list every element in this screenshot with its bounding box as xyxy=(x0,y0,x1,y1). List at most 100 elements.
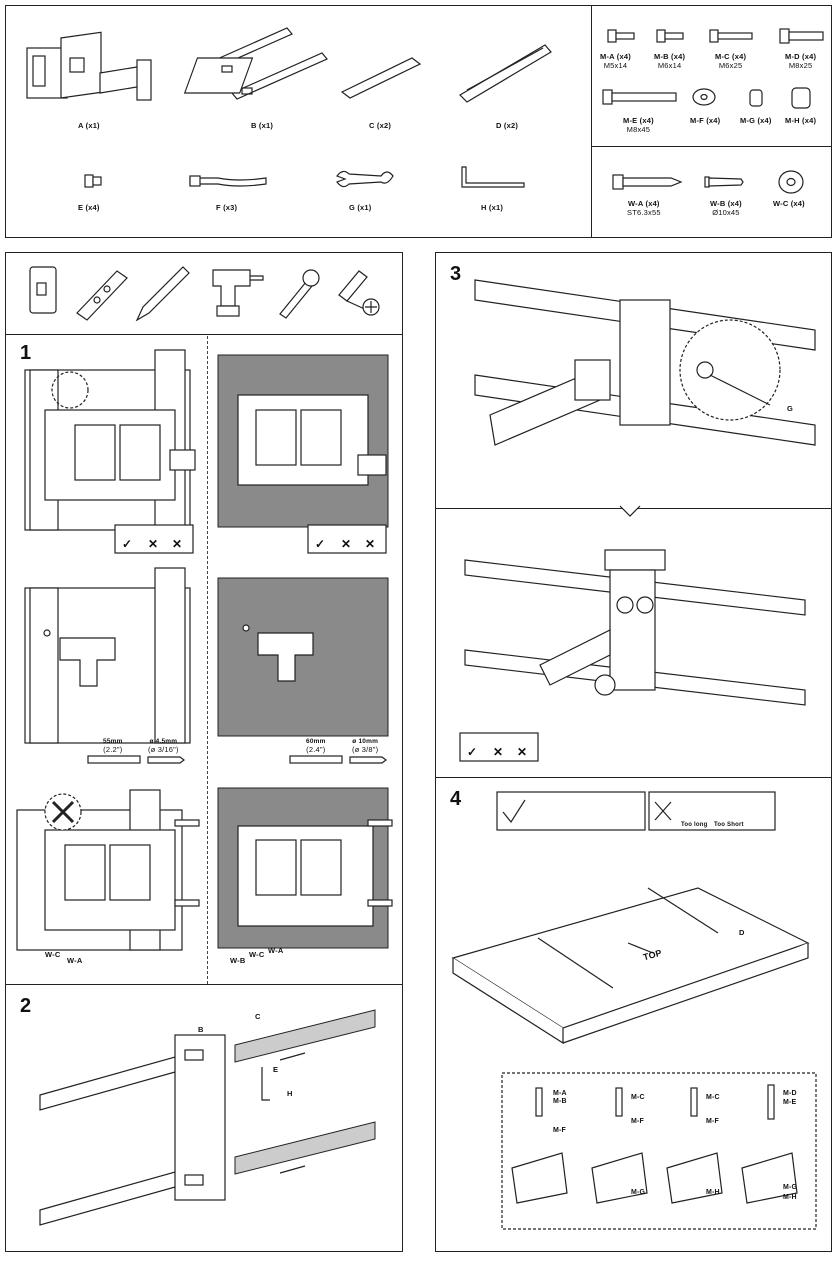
wood-depth: 55mm(2.2") xyxy=(103,738,123,754)
adapter-assembly-diagram xyxy=(39,1009,376,1226)
wood-bit: ø 4.5mm(ø 3/16") xyxy=(148,738,179,754)
check-no-2b: ✕ xyxy=(365,537,376,551)
screw-mc-icon xyxy=(709,29,753,43)
concrete-depth: 60mm(2.4") xyxy=(306,738,326,754)
check-no-3b: ✕ xyxy=(517,745,528,759)
vertical-bracket-icon xyxy=(459,44,552,103)
extension-bar-icon xyxy=(340,57,422,99)
wrench-icon xyxy=(336,170,394,188)
wall-wa-label: W-A (x4)ST6.3x55 xyxy=(627,199,661,217)
step1-number: 1 xyxy=(20,342,32,364)
concrete-drill-bit-icon xyxy=(289,755,387,764)
callout-mb: M-B xyxy=(553,1098,567,1105)
washer-mf-label: M-F (x4) xyxy=(690,116,721,125)
too-short-label: Too Short xyxy=(714,822,744,828)
step3-number: 3 xyxy=(450,263,462,285)
callout-wb-2: W-B xyxy=(230,956,246,965)
arm-attach-diagram xyxy=(474,279,816,446)
callout-wa-1: W-A xyxy=(67,956,83,965)
check-no-3a: ✕ xyxy=(493,745,504,759)
spacer-mh-label: M-H (x4) xyxy=(785,116,817,125)
screw-ma-icon xyxy=(607,29,635,43)
callout-mf-1: M-F xyxy=(553,1127,567,1134)
stud-finder-icon xyxy=(29,266,57,314)
concrete-drill-diagram xyxy=(217,577,389,737)
check-no-1a: ✕ xyxy=(148,537,159,551)
screw-mc-label: M-C (x4)M6x25 xyxy=(715,52,747,70)
part-f-label: F (x3) xyxy=(216,203,238,212)
concrete-bit: ø 10mm(ø 3/8") xyxy=(352,738,379,754)
step2-panel xyxy=(5,984,403,1252)
step4-number: 4 xyxy=(450,788,462,810)
screw-me-label: M-E (x4)M8x45 xyxy=(623,116,654,134)
screw-mb-label: M-B (x4)M6x14 xyxy=(654,52,686,70)
callout-mg-2: M-G xyxy=(783,1184,798,1191)
cable-tie-icon xyxy=(189,175,267,187)
callout-wc-2: W-C xyxy=(249,950,265,959)
tv-back-diagram xyxy=(451,887,810,1045)
screw-me-icon xyxy=(602,89,677,105)
screw-md-icon xyxy=(779,28,824,44)
callout-me: M-E xyxy=(783,1099,797,1106)
socket-wrench-icon xyxy=(279,269,320,319)
screw-md-label: M-D (x4)M8x25 xyxy=(785,52,817,70)
arm-level-diagram xyxy=(464,549,806,706)
callout-mf-2: M-F xyxy=(631,1118,645,1125)
wood-bolt-diagram xyxy=(16,789,200,951)
wall-wc-label: W-C (x4) xyxy=(773,199,805,208)
part-e-label: E (x4) xyxy=(78,203,100,212)
tv-adapter-plate-icon xyxy=(183,27,328,100)
lag-bolt-wa-icon xyxy=(612,174,683,190)
check-icons-concrete xyxy=(307,524,387,554)
anchor-wb-icon xyxy=(704,176,744,188)
level-icon xyxy=(76,270,128,321)
spacer-nut-icon xyxy=(84,174,102,188)
washer-mf-icon xyxy=(692,88,716,106)
callout-h: H xyxy=(287,1089,293,1098)
callout-mg-1: M-G xyxy=(631,1189,646,1196)
screwdriver-icon xyxy=(338,270,380,316)
screw-length-guide xyxy=(496,791,776,831)
step4-panel xyxy=(435,777,832,1252)
callout-mc-1: M-C xyxy=(631,1094,645,1101)
wall-wb-label: W-B (x4)Ø10x45 xyxy=(710,199,742,217)
check-no-2a: ✕ xyxy=(341,537,352,551)
check-no-1b: ✕ xyxy=(172,537,183,551)
wall-plate-arm-icon xyxy=(26,31,152,101)
wood-drill-diagram xyxy=(24,567,191,744)
concrete-wall-mount-diagram xyxy=(217,354,389,528)
callout-mh-2: M-H xyxy=(783,1194,797,1201)
callout-e: E xyxy=(273,1065,279,1074)
callout-mc-2: M-C xyxy=(706,1094,720,1101)
spacer-mh-icon xyxy=(791,87,811,109)
check-ok-2: ✓ xyxy=(315,537,326,551)
callout-c: C xyxy=(255,1012,261,1021)
check-icons-step3 xyxy=(459,732,539,762)
drill-icon xyxy=(212,269,264,317)
callout-d: D xyxy=(739,928,745,937)
spacer-mg-icon xyxy=(749,89,763,107)
callout-ma: M-A xyxy=(553,1090,567,1097)
part-b-label: B (x1) xyxy=(251,121,274,130)
callout-b: B xyxy=(198,1025,204,1034)
allen-key-icon xyxy=(461,166,525,188)
check-ok-3: ✓ xyxy=(467,745,478,759)
too-long-label: Too long xyxy=(681,822,708,828)
check-icons-wood xyxy=(114,524,194,554)
callout-md: M-D xyxy=(783,1090,797,1097)
part-c-label: C (x2) xyxy=(369,121,392,130)
wood-wall-mount-diagram xyxy=(24,349,196,531)
callout-g: G xyxy=(787,404,794,413)
concrete-bolt-diagram xyxy=(217,787,393,949)
callout-mh-1: M-H xyxy=(706,1189,720,1196)
part-h-label: H (x1) xyxy=(481,203,504,212)
spacer-mg-label: M-G (x4) xyxy=(740,116,772,125)
screw-ma-label: M-A (x4)M5x14 xyxy=(600,52,631,70)
screw-combinations-panel xyxy=(501,1072,817,1230)
step2-number: 2 xyxy=(20,995,32,1017)
wood-drill-bit-icon xyxy=(87,755,185,764)
part-a-label: A (x1) xyxy=(78,121,100,130)
wall-hardware-panel xyxy=(591,146,832,238)
screw-mb-icon xyxy=(656,29,684,43)
callout-wa-2: W-A xyxy=(268,946,284,955)
